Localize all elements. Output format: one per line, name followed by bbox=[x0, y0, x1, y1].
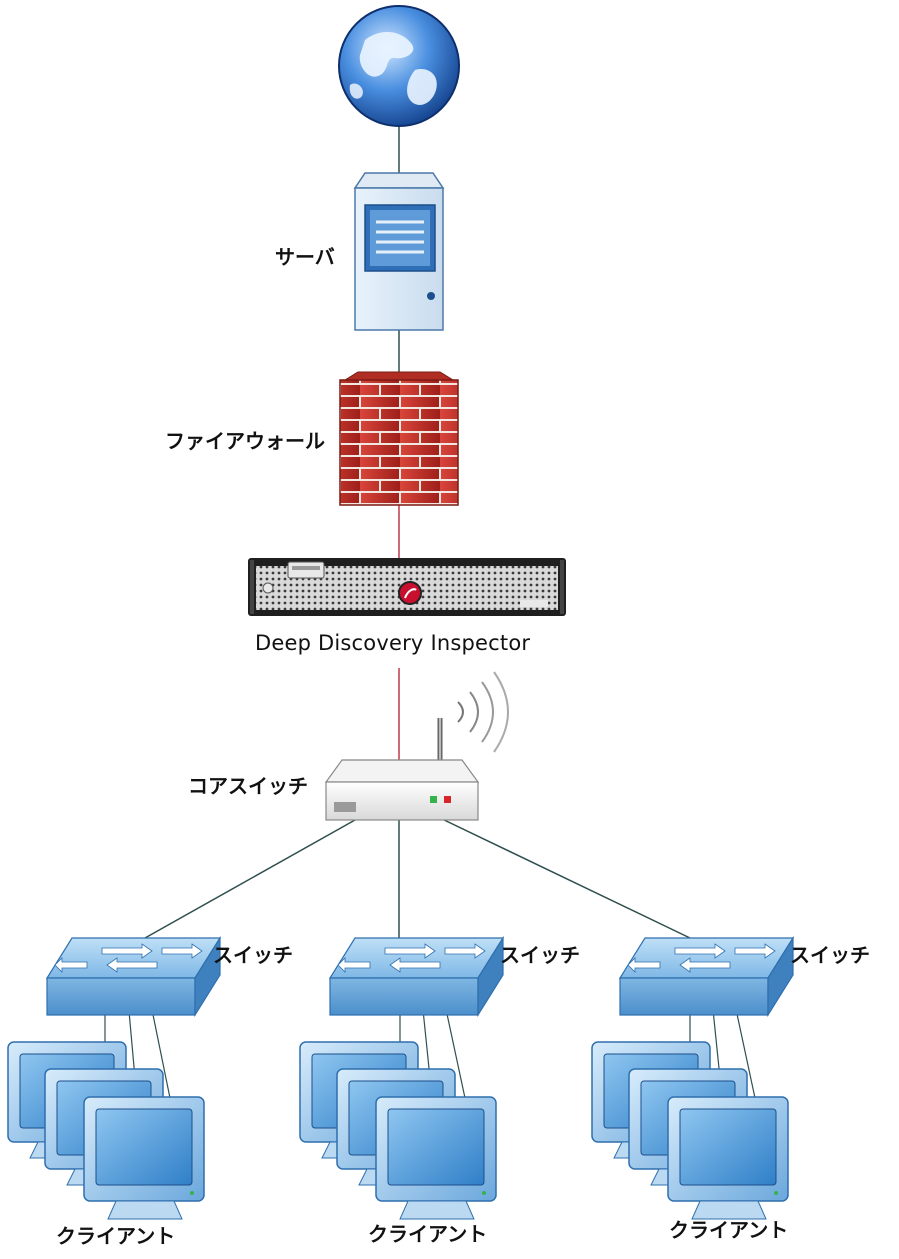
switch-icon-left bbox=[45, 935, 222, 1018]
core-switch-label: コアスイッチ bbox=[188, 774, 308, 798]
server-icon bbox=[353, 172, 445, 331]
switch-label: スイッチ bbox=[790, 943, 870, 967]
link-core-switch-right bbox=[439, 817, 691, 939]
client-label: クライアント bbox=[669, 1218, 789, 1242]
appliance-icon bbox=[248, 558, 566, 616]
ddi-label: Deep Discovery Inspector bbox=[255, 631, 531, 655]
monitor-group-icon-left bbox=[7, 1041, 205, 1220]
client-label: クライアント bbox=[56, 1224, 176, 1248]
firewall-icon bbox=[339, 371, 459, 506]
firewall-label: ファイアウォール bbox=[165, 429, 325, 453]
link-core-switch-left bbox=[144, 819, 356, 939]
monitor-group-icon-center bbox=[299, 1041, 497, 1220]
switch-icon-center bbox=[328, 935, 505, 1018]
server-label: サーバ bbox=[275, 245, 335, 269]
switch-label: スイッチ bbox=[500, 943, 580, 967]
router-icon bbox=[324, 671, 509, 821]
switch-icon-right bbox=[618, 935, 795, 1018]
monitor-group-icon-right bbox=[591, 1041, 789, 1220]
switch-label: スイッチ bbox=[213, 943, 293, 967]
client-label: クライアント bbox=[368, 1222, 488, 1246]
globe-icon bbox=[338, 5, 460, 127]
